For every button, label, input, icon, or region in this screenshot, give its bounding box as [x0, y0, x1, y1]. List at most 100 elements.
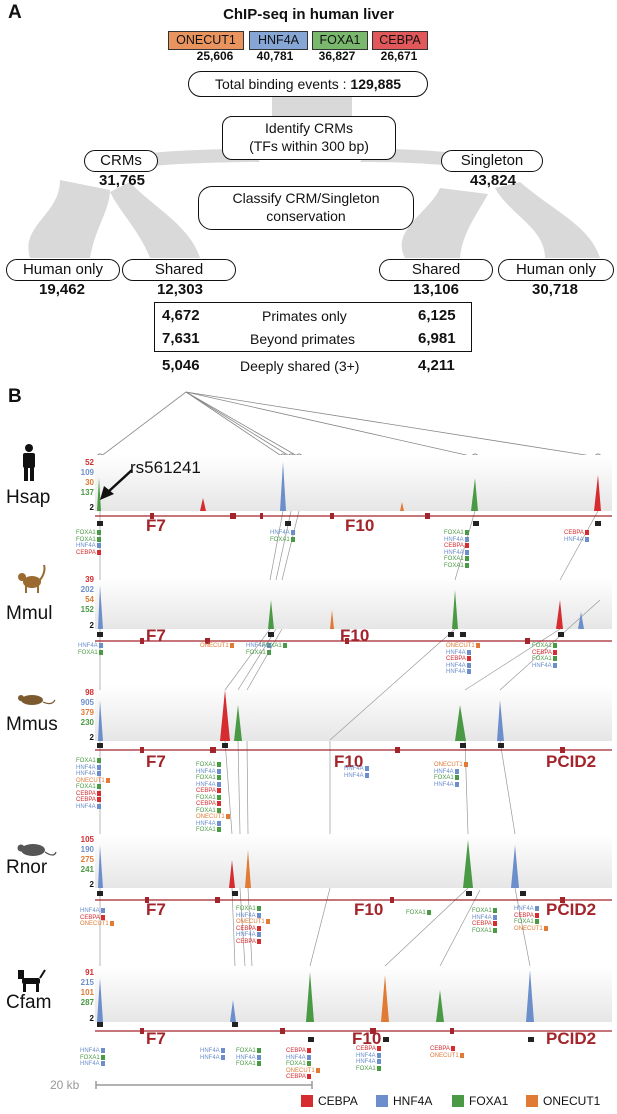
binding-tag: FOXA1	[196, 794, 221, 801]
binding-tag-label: HNF4A	[200, 1054, 220, 1061]
gene-pcid2-mmus: PCID2	[546, 752, 597, 771]
binding-tag-swatch	[96, 784, 101, 789]
binding-tag-swatch	[256, 1054, 261, 1060]
binding-tag-label: HNF4A	[514, 906, 534, 912]
binding-tag: CEBPA	[286, 1074, 311, 1080]
binding-tag-label: HNF4A	[356, 1059, 376, 1065]
binding-tag: FOXA1	[286, 1061, 311, 1067]
binding-tag: FOXA1	[472, 927, 497, 934]
binding-tag: CEBPA	[196, 801, 221, 807]
binding-tag: HNF4A	[196, 768, 221, 775]
yticks-cfam: 91 215 101 287	[72, 968, 94, 1008]
tf-chip-onecut1: ONECUT1	[168, 31, 244, 50]
binding-tag-swatch	[534, 906, 539, 911]
binding-tag: ONECUT1	[434, 762, 468, 768]
binding-tag-swatch	[464, 530, 469, 535]
binding-tag-label: ONECUT1	[236, 919, 265, 925]
human-only-left-box: Human only	[6, 259, 120, 281]
binding-tag-swatch	[266, 649, 271, 655]
binding-tag: FOXA1	[76, 530, 101, 536]
binding-tag: HNF4A	[434, 768, 459, 775]
binding-tag-swatch	[96, 549, 101, 555]
signal-peaks-mmul	[98, 585, 584, 629]
binding-tag-swatch	[225, 814, 230, 819]
binding-tag-swatch	[96, 803, 101, 809]
binding-tag-label: CEBPA	[80, 914, 100, 921]
binding-tag: HNF4A	[344, 766, 369, 772]
binding-tag-label: FOXA1	[196, 807, 216, 814]
binding-tag-label: FOXA1	[472, 927, 492, 934]
binding-tag: CEBPA	[196, 788, 221, 794]
row-beyond-left: 7,631	[162, 330, 200, 347]
binding-tag: HNF4A	[80, 908, 105, 914]
binding-tag-swatch	[216, 827, 221, 832]
binding-tag-swatch	[256, 1048, 261, 1053]
binding-tag-swatch	[290, 536, 295, 542]
binding-tag-label: HNF4A	[532, 662, 552, 669]
gene-pcid2-rnor: PCID2	[546, 900, 597, 919]
identify-crms-box: Identify CRMs (TFs within 300 bp)	[222, 116, 396, 160]
binding-tag: HNF4A	[286, 1054, 311, 1061]
binding-tag-swatch	[256, 912, 261, 918]
human-only-right-value: 30,718	[532, 281, 578, 298]
binding-tag-label: FOXA1	[262, 643, 282, 649]
binding-tag: CEBPA	[532, 649, 557, 656]
binding-tag-swatch	[534, 912, 539, 918]
binding-tag-label: CEBPA	[76, 797, 96, 803]
ytick: 52	[85, 458, 94, 467]
ybase-rnor: 2	[89, 880, 94, 889]
binding-tag-label: ONECUT1	[434, 762, 463, 768]
track-cfam	[95, 966, 612, 1022]
binding-tag-swatch	[492, 908, 497, 913]
ytick: 241	[80, 865, 94, 874]
binding-tag: HNF4A	[236, 912, 261, 919]
binding-tag-label: FOXA1	[76, 784, 96, 790]
tf-chip-hnf4a: HNF4A	[249, 31, 308, 50]
binding-tag-label: CEBPA	[76, 790, 96, 797]
binding-tag: CEBPA	[236, 925, 261, 932]
binding-tag-label: HNF4A	[236, 912, 256, 919]
binding-tag: FOXA1	[262, 643, 287, 649]
binding-tag-label: HNF4A	[446, 662, 466, 669]
binding-tag-label: ONECUT1	[514, 925, 543, 932]
binding-tag: HNF4A	[236, 1054, 261, 1061]
species-hsap: Hsap	[6, 487, 51, 508]
binding-tag: HNF4A	[356, 1059, 381, 1065]
binding-tag: FOXA1	[444, 530, 469, 536]
gene-f10-rnor: F10	[354, 900, 384, 919]
binding-tag-swatch	[100, 908, 105, 913]
binding-tag: CEBPA	[514, 912, 539, 919]
binding-tag-swatch	[464, 549, 469, 555]
ytick: 105	[80, 835, 94, 844]
binding-tag: FOXA1	[196, 762, 221, 768]
gene-f7-cfam: F7	[146, 1029, 166, 1048]
binding-tag-label: HNF4A	[196, 820, 216, 827]
binding-tag-swatch	[266, 643, 271, 648]
binding-tag-label: CEBPA	[286, 1048, 306, 1054]
binding-tag: HNF4A	[80, 1061, 105, 1067]
binding-tag-label: HNF4A	[286, 1054, 306, 1061]
binding-tag-label: FOXA1	[196, 827, 216, 833]
binding-tag-swatch	[364, 772, 369, 778]
binding-tag: CEBPA	[444, 543, 469, 549]
panel-a-title: ChIP-seq in human liver	[223, 6, 394, 23]
binding-tag: ONECUT1	[200, 643, 234, 649]
ytick: 202	[80, 585, 94, 594]
binding-tag: ONECUT1	[430, 1052, 464, 1059]
binding-tag: FOXA1	[76, 536, 101, 543]
binding-tag-label: HNF4A	[76, 764, 96, 771]
track-rnor	[95, 834, 612, 888]
ybase-mmus: 2	[89, 733, 94, 742]
legend-swatch-cebpa	[301, 1095, 313, 1107]
ytick: 91	[85, 968, 94, 977]
mouse-silhouette-icon	[18, 695, 56, 705]
binding-tag-label: CEBPA	[356, 1046, 376, 1052]
binding-tag-label: HNF4A	[236, 932, 256, 938]
binding-tag-swatch	[96, 536, 101, 542]
shared-right-box: Shared	[379, 259, 493, 281]
row-primates-label: Primates only	[262, 308, 347, 324]
binding-tag: FOXA1	[444, 556, 469, 562]
binding-tag-swatch	[216, 820, 221, 826]
rat-silhouette-icon	[17, 844, 57, 856]
binding-tag-swatch	[492, 914, 497, 920]
